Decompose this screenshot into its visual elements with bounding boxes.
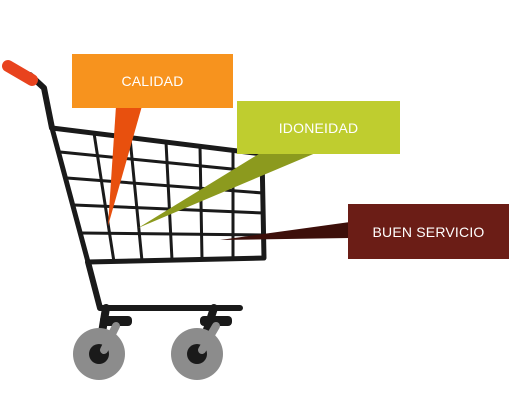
- idoneidad-label: IDONEIDAD: [278, 119, 359, 136]
- idoneidad-callout-box: [237, 101, 400, 154]
- wheel-icon: [171, 322, 223, 380]
- idoneidad-pointer: [138, 152, 318, 228]
- cart-caster-plate-right: [200, 316, 232, 326]
- cart-basket-outline: [49, 125, 267, 265]
- calidad-label: CALIDAD: [121, 73, 184, 89]
- calidad-pointer: [108, 106, 142, 226]
- servicio-pointer: [220, 222, 350, 240]
- cart-frame: [85, 259, 243, 311]
- cart-handle-grip: [2, 60, 38, 86]
- cart-caster-plate-left: [100, 316, 132, 326]
- servicio-callout-box: [348, 204, 509, 259]
- wheel-icon: [73, 322, 125, 380]
- wheel-right-fork: [198, 322, 220, 354]
- buen-servicio-label: BUEN SERVICIO: [372, 223, 485, 240]
- calidad-callout-box: [72, 54, 233, 108]
- cart-basket-grid-vertical: [92, 131, 235, 264]
- wheel-left-fork: [100, 322, 120, 354]
